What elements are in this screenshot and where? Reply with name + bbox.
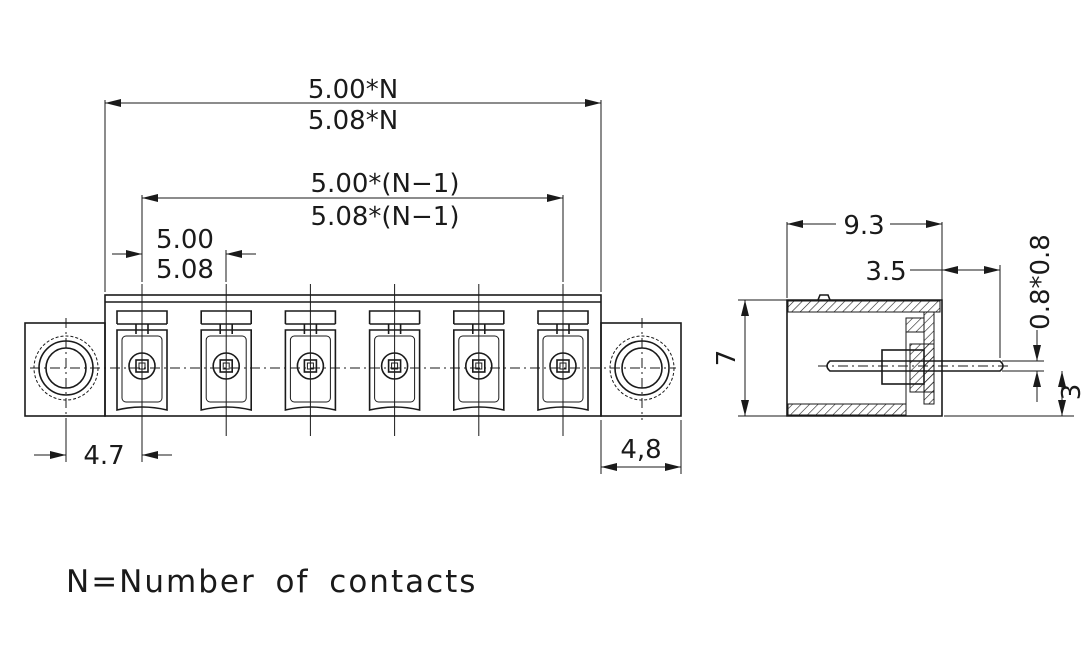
contact-3 (284, 284, 337, 436)
contact-5 (453, 284, 505, 436)
dim-total-500: 5.00*N (308, 75, 398, 105)
contacts (116, 284, 589, 436)
dim-total-508: 5.08*N (308, 106, 398, 136)
dim-pitch-508: 5.08 (156, 255, 214, 285)
front-view: 5.00*N 5.08*N 5.00*(N−1) 5.08*(N−1) 5.00… (24, 75, 682, 474)
dim-pin-length: 3.5 (865, 257, 906, 287)
dim-span-500: 5.00*(N−1) (311, 169, 460, 199)
contact-4 (368, 284, 421, 436)
contact-6 (537, 284, 589, 436)
dim-flange-offset: 4.7 (83, 441, 124, 471)
dim-pin-height: 3 (1057, 384, 1084, 401)
dim-span-508: 5.08*(N−1) (311, 202, 460, 232)
contact-1 (116, 284, 168, 436)
contact-2 (200, 284, 252, 436)
dim-side-depth: 9.3 (843, 211, 884, 241)
dim-pitch-500: 5.00 (156, 225, 214, 255)
connector-body (104, 294, 602, 417)
contacts-note: N=Number of contacts (66, 564, 477, 600)
dim-pin-section: 0.8*0.8 (1026, 234, 1056, 330)
dim-flange-width: 4,8 (620, 435, 661, 465)
side-view: 9.3 3.5 7 0.8*0.8 3 (712, 210, 1084, 417)
dim-height: 7 (712, 350, 742, 367)
